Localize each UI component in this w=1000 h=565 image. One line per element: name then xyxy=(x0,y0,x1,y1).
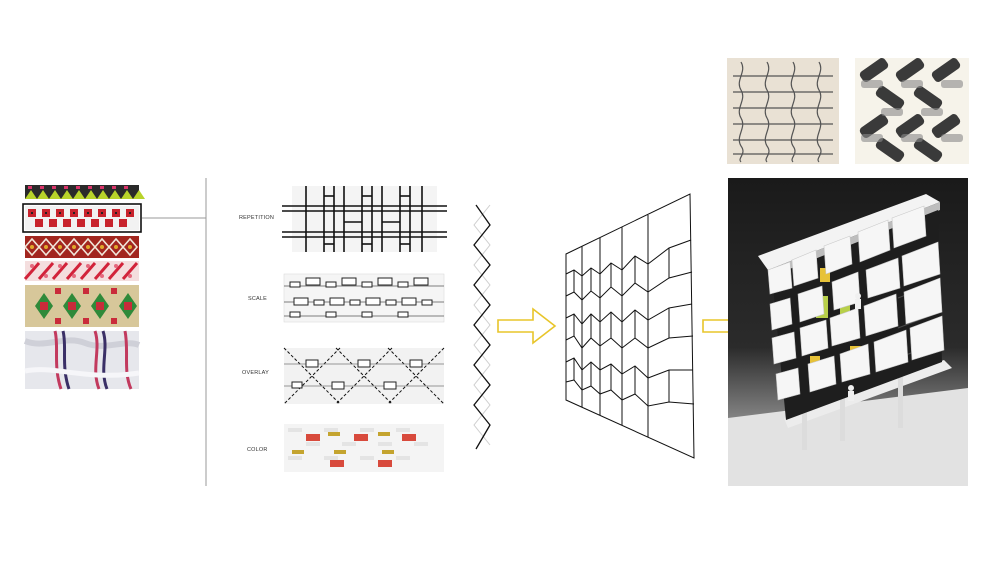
repetition-diagram xyxy=(282,186,447,252)
facade-wireframe xyxy=(565,193,695,459)
zigzag-line xyxy=(473,204,491,450)
embroidery-photo xyxy=(23,330,141,390)
vertical-divider xyxy=(205,178,207,486)
label-repetition: REPETITION xyxy=(239,215,275,221)
scale-diagram xyxy=(283,273,445,323)
label-scale: SCALE xyxy=(248,296,268,302)
weave-sketch-image xyxy=(727,58,839,164)
label-color: COLOR xyxy=(247,447,268,453)
color-diagram xyxy=(284,424,444,472)
label-overlay: OVERLAY xyxy=(242,370,269,376)
embroidery-column xyxy=(22,185,145,390)
embroidery-strip-5 xyxy=(25,285,139,327)
arrow-right-icon xyxy=(497,307,557,345)
embroidery-strip-3 xyxy=(24,236,139,258)
architectural-model-photo xyxy=(728,178,968,486)
weave-texture-image xyxy=(855,58,969,164)
embroidery-strip-4 xyxy=(23,261,139,281)
connector-line xyxy=(142,217,206,219)
embroidery-strip-1 xyxy=(25,185,145,199)
overlay-diagram xyxy=(283,347,445,405)
embroidery-strip-2-selected[interactable] xyxy=(22,203,142,233)
